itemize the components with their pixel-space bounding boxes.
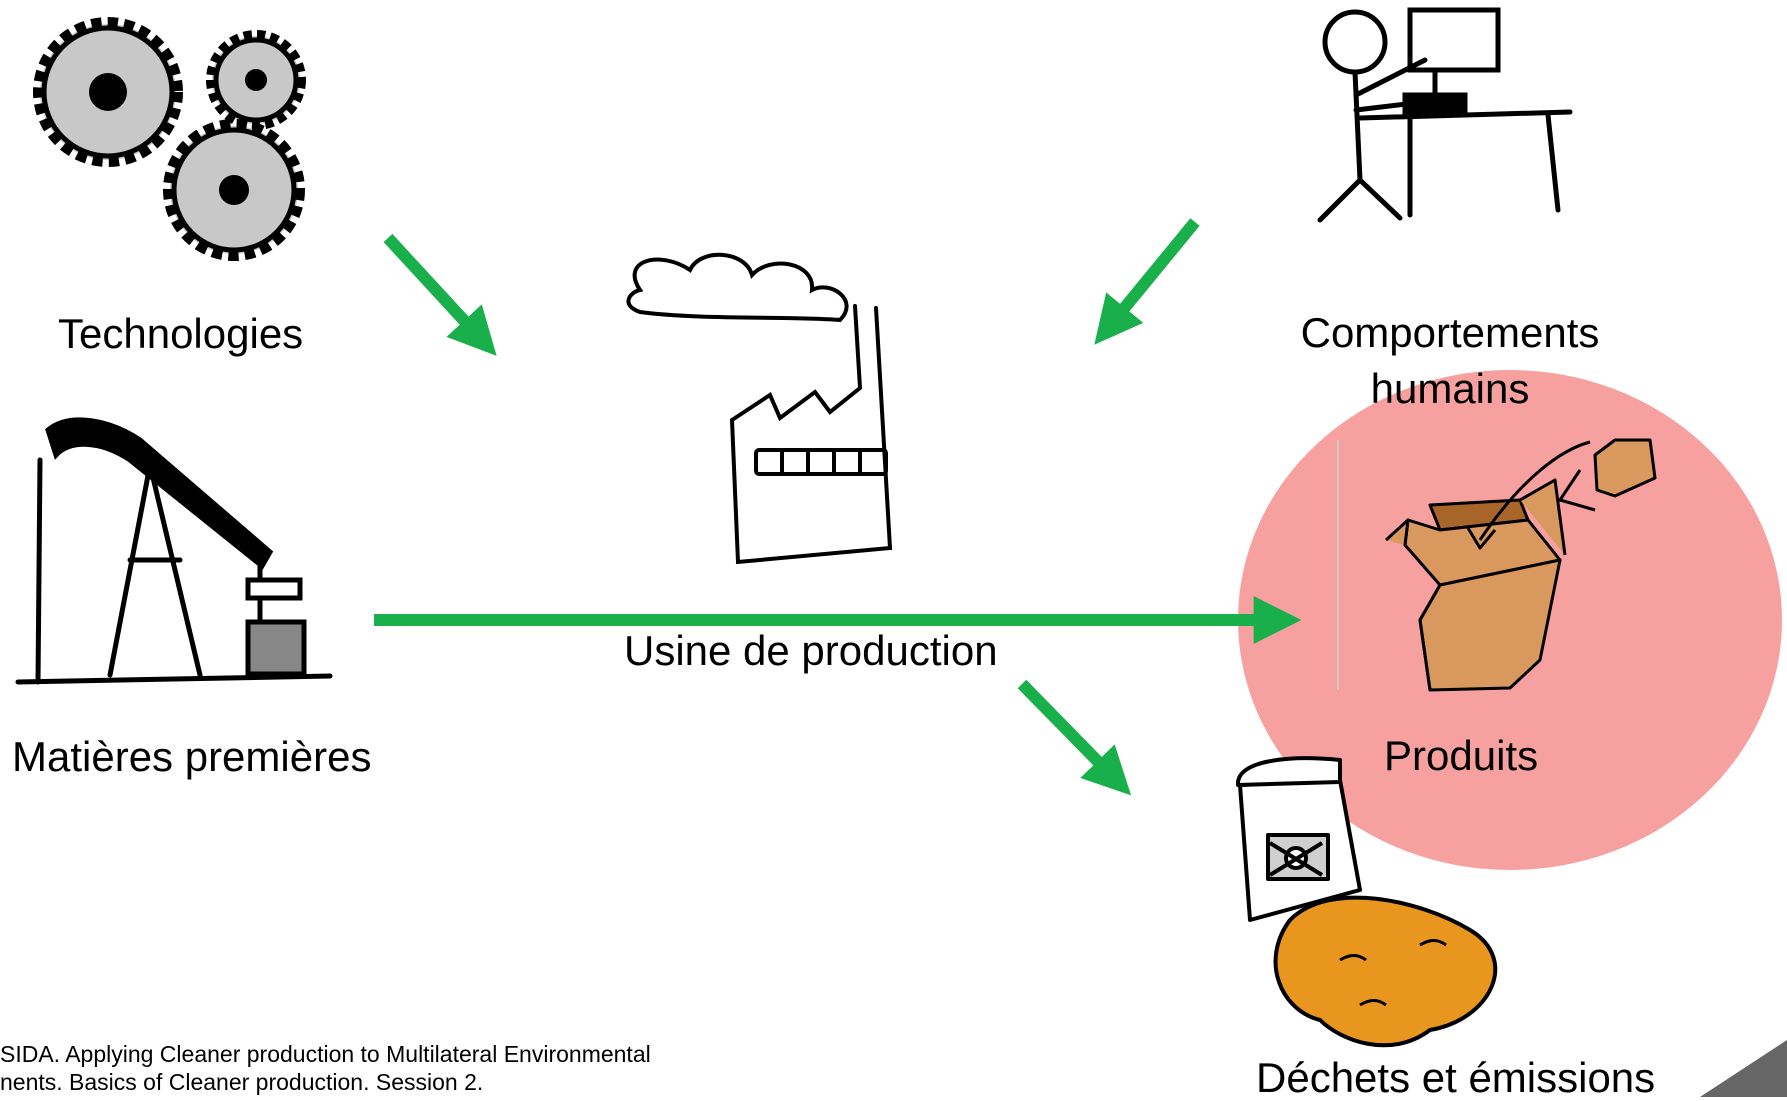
worker-at-desk-icon: [1317, 7, 1573, 223]
source-line2: nents. Basics of Cleaner production. Ses…: [0, 1069, 484, 1095]
spill-marks: [1339, 939, 1447, 1007]
flow-arrows: [374, 218, 1302, 796]
spill-icon: [1273, 895, 1498, 1048]
label-produits: Produits: [1384, 732, 1539, 779]
label-comportements-humains: Comportements humains: [1280, 312, 1620, 410]
corner-accent: [1700, 1040, 1787, 1097]
arrow-technologies: [383, 233, 497, 356]
arrow-dechets: [1017, 679, 1132, 796]
factory-icon: [626, 252, 893, 565]
label-matieres-premieres: Matières premières: [12, 733, 372, 780]
arrow-comportements: [1094, 218, 1200, 345]
box-icon: [1337, 438, 1657, 692]
label-comportements-line2: humains: [1370, 365, 1530, 412]
label-comportements-line1: Comportements: [1300, 309, 1600, 356]
oil-pump-icon: [15, 417, 333, 685]
poison-jar-icon: [1236, 756, 1362, 922]
gears-icon: [33, 17, 306, 261]
source-line1: SIDA. Applying Cleaner production to Mul…: [0, 1041, 651, 1067]
label-technologies: Technologies: [58, 310, 304, 357]
label-usine-de-production: Usine de production: [624, 627, 998, 674]
source-citation: SIDA. Applying Cleaner production to Mul…: [0, 1040, 651, 1096]
label-dechets-et-emissions: Déchets et émissions: [1256, 1054, 1656, 1101]
